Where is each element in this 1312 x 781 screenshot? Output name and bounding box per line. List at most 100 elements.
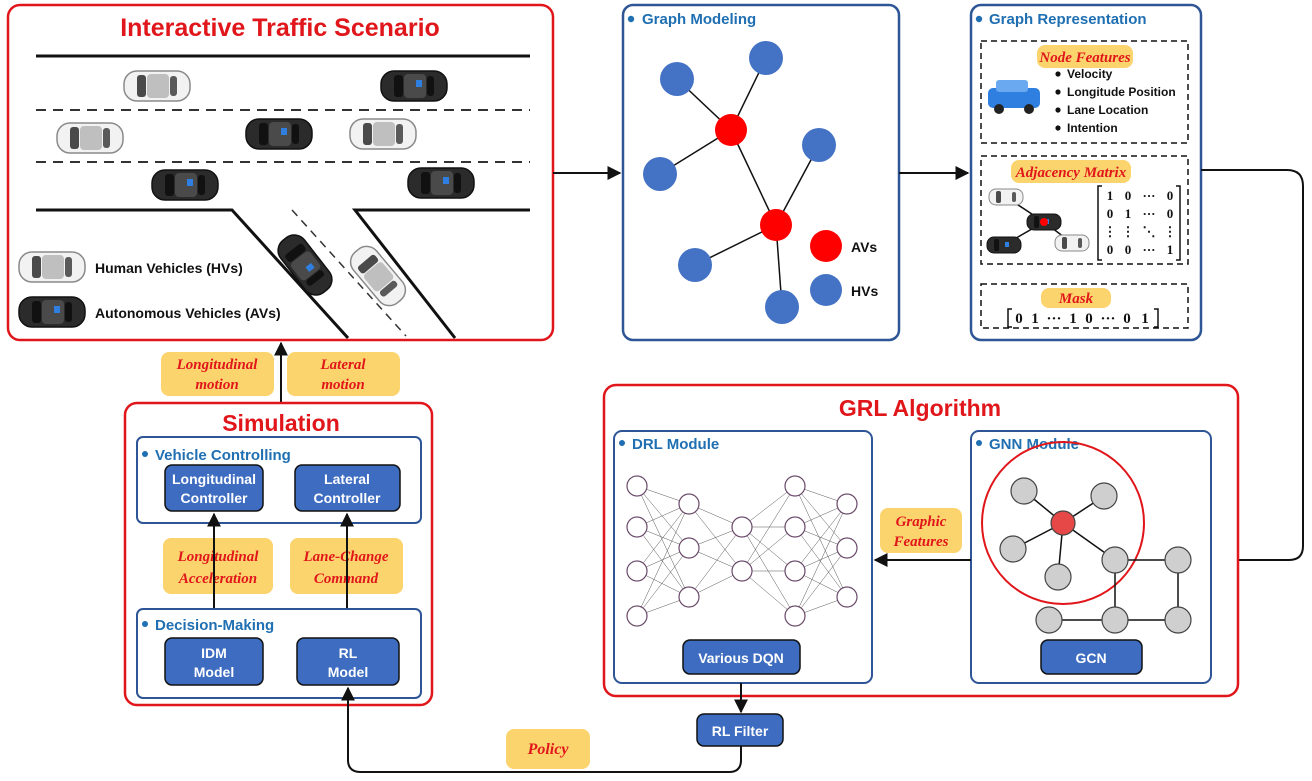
nn-node [626,475,648,497]
longitudinal-controller-box [164,464,264,512]
mask-cell: 0 [1015,311,1023,327]
nn-node [678,586,700,608]
motion-labels: Longitudinal motion Lateral motion [161,352,400,396]
adjacency-box [980,155,1189,265]
hv-node [643,157,677,191]
hv-car [349,118,417,150]
graph-representation-panel: Graph Representation Node Features Veloc… [969,3,1203,342]
graphic-features-label-2: Features [892,534,948,550]
mask-cell: 0 [1123,311,1131,327]
mask-label: Mask [1058,291,1094,307]
gnn-node [1101,606,1129,634]
nn-edge [741,526,796,572]
nn-edge [636,526,690,598]
various-dqn-label: Various DQN [698,650,784,666]
hv-node [802,128,836,162]
graph-representation-title: Graph Representation [989,11,1147,28]
nn-edge [741,485,796,572]
matrix-cell: 0 [1167,206,1174,221]
nn-edge [741,526,796,617]
gnn-node [1090,482,1118,510]
idm-model-box [164,637,264,686]
av-legend-node [810,230,842,262]
nn-node [784,516,806,538]
gnn-nodes [999,477,1192,634]
lateral-motion-label-2: motion [321,377,364,393]
traffic-title: Interactive Traffic Scenario [120,14,440,42]
suv-icon [988,80,1040,114]
nn-node [784,560,806,582]
decision-making-title: Decision-Making [155,617,274,634]
graph-modeling-title: Graph Modeling [642,11,756,28]
matrix-brackets [1097,185,1181,261]
nn-edge [741,485,796,528]
simulation-title: Simulation [222,410,340,436]
nn-edge [794,485,848,549]
adjacency-tag [1011,160,1131,183]
gnn-node [1101,546,1129,574]
gnn-node [1035,606,1063,634]
policy-label: Policy [527,741,570,758]
av-car [245,118,313,150]
graph-modeling-panel: Graph Modeling AVs HVs [621,3,901,342]
mask-cell: 0 [1085,311,1093,327]
hv-node [749,41,783,75]
idm-model-label-1: IDM [201,645,227,661]
nn-edge [794,547,848,617]
grl-title: GRL Algorithm [839,395,1001,421]
bullet-icon [975,15,983,23]
gnn-node [1164,606,1192,634]
av-car [380,70,448,102]
gnn-node [1010,477,1038,505]
matrix-cell: 1 [1107,188,1114,203]
matrix-cell: 0 [1107,206,1114,221]
idm-model-label-2: Model [194,664,234,680]
nn-node [678,537,700,559]
legend-av-label: Autonomous Vehicles (AVs) [95,305,281,321]
bullet-icon [619,440,625,446]
matrix-cell: 1 [1167,242,1174,257]
various-dqn-box [682,639,801,675]
mask-cell: ··· [1046,311,1061,327]
simulation-panel: Simulation Vehicle Controlling Longitudi… [123,401,434,707]
nn-edge [794,526,848,598]
matrix-cell: ··· [1142,188,1155,203]
matrix-cell: ··· [1142,206,1155,221]
lateral-controller-label-1: Lateral [324,471,370,487]
feature-bullet-icon [1055,107,1061,113]
matrix-cell: ⋱ [1143,224,1156,239]
node-features-box [980,40,1189,144]
longitudinal-acceleration-label-2: Acceleration [178,571,257,587]
feature-bullet-icon [1055,71,1061,77]
matrix-cell: 0 [1167,188,1174,203]
rl-model-box [296,637,400,686]
adjacency-label: Adjacency Matrix [1015,165,1127,181]
legend-av-text: AVs [851,239,877,255]
lane-change-command-label-1: Lane-Change [302,549,388,565]
policy-tag [506,729,590,769]
hv-legend-node [810,274,842,306]
matrix-cell: ⋮ [1164,224,1177,239]
matrix-cell: ··· [1142,242,1155,257]
mask-brackets [1007,308,1159,328]
road [36,54,530,340]
gcn-box [1040,639,1143,675]
longitudinal-motion-label-2: motion [195,377,238,393]
nn-edge [636,485,690,549]
nn-node [836,493,858,515]
graphic-features-label-1: Graphic [896,514,947,530]
nn-node [678,493,700,515]
mask-cell: 1 [1141,311,1149,327]
traffic-scenario-panel: Interactive Traffic Scenario Human Vehic… [6,3,555,342]
nn-node [731,560,753,582]
rl-filter-label: RL Filter [712,723,769,739]
hv-node [660,62,694,96]
nn-edge [636,503,690,617]
nn-node [836,537,858,559]
nn-edge [741,570,796,617]
bullet-icon [142,621,148,627]
bullet-icon [627,15,635,23]
